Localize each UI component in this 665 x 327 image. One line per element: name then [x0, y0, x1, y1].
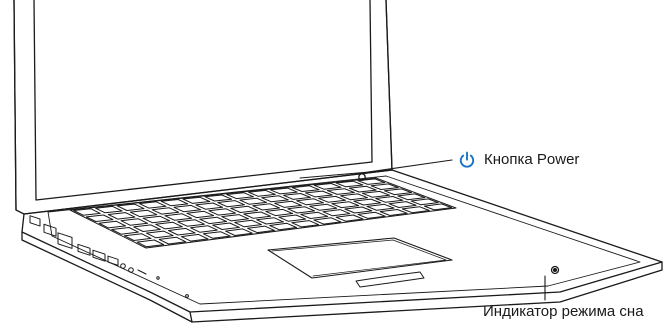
keyboard-key [306, 191, 333, 197]
keyboard-key [301, 212, 328, 218]
keyboard-key [165, 214, 192, 220]
keyboard-key [174, 205, 201, 211]
keyboard-key [178, 220, 205, 227]
keyboard-key [196, 203, 223, 209]
keyboard-key [240, 198, 267, 204]
keyboard-key [143, 216, 170, 222]
keyboard-key [161, 200, 188, 206]
keyboard-key [376, 197, 403, 203]
keyboard-key [146, 231, 173, 238]
keyboard-key [288, 207, 315, 213]
keyboard-key [134, 225, 161, 232]
keyboard-key [279, 215, 306, 221]
keyboard-key [345, 207, 372, 213]
keyboard-key [191, 226, 218, 233]
keyboard-key [341, 194, 368, 200]
keyboard-key [139, 202, 166, 208]
keyboard-key [319, 196, 346, 202]
keyboard-key [249, 190, 276, 196]
laptop-base [22, 170, 662, 322]
keyboard-key [130, 210, 157, 216]
keyboard-key [96, 206, 123, 212]
keyboard-key [262, 196, 289, 202]
keyboard-key [227, 193, 254, 199]
keyboard-key [244, 212, 271, 218]
keyboard-key [169, 228, 196, 235]
keyboard-key [213, 223, 240, 230]
keyboard-key [310, 204, 337, 210]
keyboard-key [152, 208, 179, 214]
keyboard-key [209, 209, 236, 215]
keyboard-key [156, 222, 183, 229]
keyboard-key [349, 186, 376, 192]
keyboard-key [205, 195, 232, 201]
keyboard-key [284, 194, 311, 200]
sleep-indicator-label: Индикатор режима сна [483, 303, 644, 321]
keyboard-key [389, 202, 416, 208]
keyboard-key [222, 215, 249, 221]
keyboard-key [235, 220, 262, 227]
keyboard-key [275, 201, 302, 207]
keyboard-key [117, 204, 144, 210]
keyboard-key [266, 209, 293, 215]
sleep-indicator-light [552, 267, 559, 274]
keyboard-key [200, 217, 227, 223]
keyboard-key [108, 213, 135, 220]
keyboard-key [297, 199, 324, 205]
keyboard-key [332, 202, 359, 208]
keyboard-key [121, 219, 148, 226]
keyboard [70, 178, 456, 248]
trackpad [268, 238, 452, 278]
keyboard-key [231, 206, 258, 212]
keyboard-key [323, 210, 350, 216]
keyboard-key [218, 201, 245, 207]
keyboard-key [253, 204, 280, 210]
keyboard-key [327, 189, 354, 195]
keyboard-key [363, 191, 390, 197]
keyboard-key [367, 204, 394, 210]
keyboard-key [257, 218, 284, 224]
keyboard-key [354, 199, 381, 205]
power-callout-line [368, 160, 452, 172]
keyboard-key [183, 197, 210, 203]
power-button-label: Кнопка Power [484, 151, 579, 169]
power-icon [457, 150, 477, 170]
keyboard-key [187, 211, 214, 217]
